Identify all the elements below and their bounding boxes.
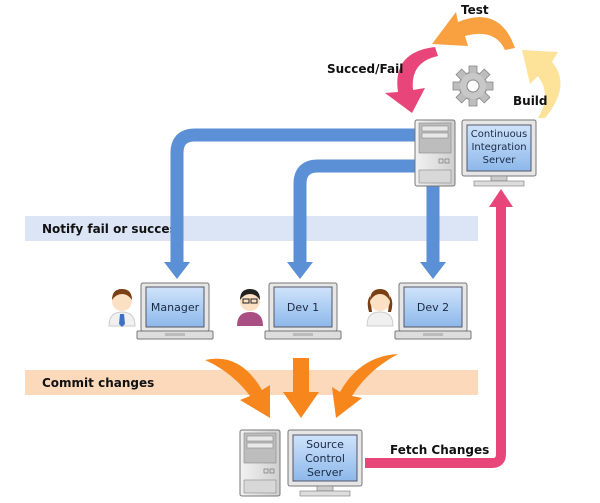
developer-glasses-person-icon xyxy=(237,289,263,326)
ci-screen-line: Continuous xyxy=(471,129,527,140)
laptop-label: Dev 2 xyxy=(417,301,449,314)
build-label: Build xyxy=(513,94,548,108)
fetch-arrow xyxy=(365,205,506,468)
arrowhead-manager xyxy=(164,262,190,279)
arrowhead-dev2 xyxy=(420,262,446,279)
laptop-manager[interactable]: Manager xyxy=(136,282,214,340)
build-arrow xyxy=(522,50,561,118)
test-label: Test xyxy=(461,3,489,17)
notify-arrow-manager xyxy=(170,128,415,264)
notify-arrow-dev1 xyxy=(293,159,415,264)
commit-arrow-center xyxy=(283,358,319,418)
laptop-label: Manager xyxy=(151,301,200,314)
succeed-fail-arrow xyxy=(385,47,438,113)
gear-icon xyxy=(452,65,494,107)
commit-arrows xyxy=(205,354,398,418)
manager-person-icon xyxy=(108,289,136,327)
laptop-dev2[interactable]: Dev 2 xyxy=(394,282,472,340)
notify-label: Notify fail or success xyxy=(42,222,184,236)
laptop-label: Dev 1 xyxy=(287,301,319,314)
notify-arrows xyxy=(170,128,440,264)
source-control-server[interactable]: Source Control Server xyxy=(239,429,363,497)
developer-female-person-icon xyxy=(366,289,394,327)
source-screen-line: Server xyxy=(307,466,344,479)
succeed-fail-label: Succed/Fail xyxy=(327,62,403,76)
commit-arrow-right xyxy=(332,354,398,418)
ci-server[interactable]: Continuous Integration Server xyxy=(414,119,537,187)
arrowhead-dev1 xyxy=(287,262,313,279)
ci-screen-line: Server xyxy=(483,155,517,166)
fetch-label: Fetch Changes xyxy=(390,443,489,457)
source-server-tower xyxy=(239,429,281,497)
notify-band xyxy=(25,216,478,241)
laptop-dev1[interactable]: Dev 1 xyxy=(264,282,342,340)
test-arrow xyxy=(432,12,515,50)
commit-label: Commit changes xyxy=(42,376,154,390)
source-screen-line: Control xyxy=(305,452,345,465)
commit-arrow-left xyxy=(205,358,270,418)
ci-screen-line: Integration xyxy=(471,142,526,153)
ci-server-tower xyxy=(414,119,456,187)
source-screen-line: Source xyxy=(306,438,344,451)
fetch-arrowhead xyxy=(489,189,513,207)
